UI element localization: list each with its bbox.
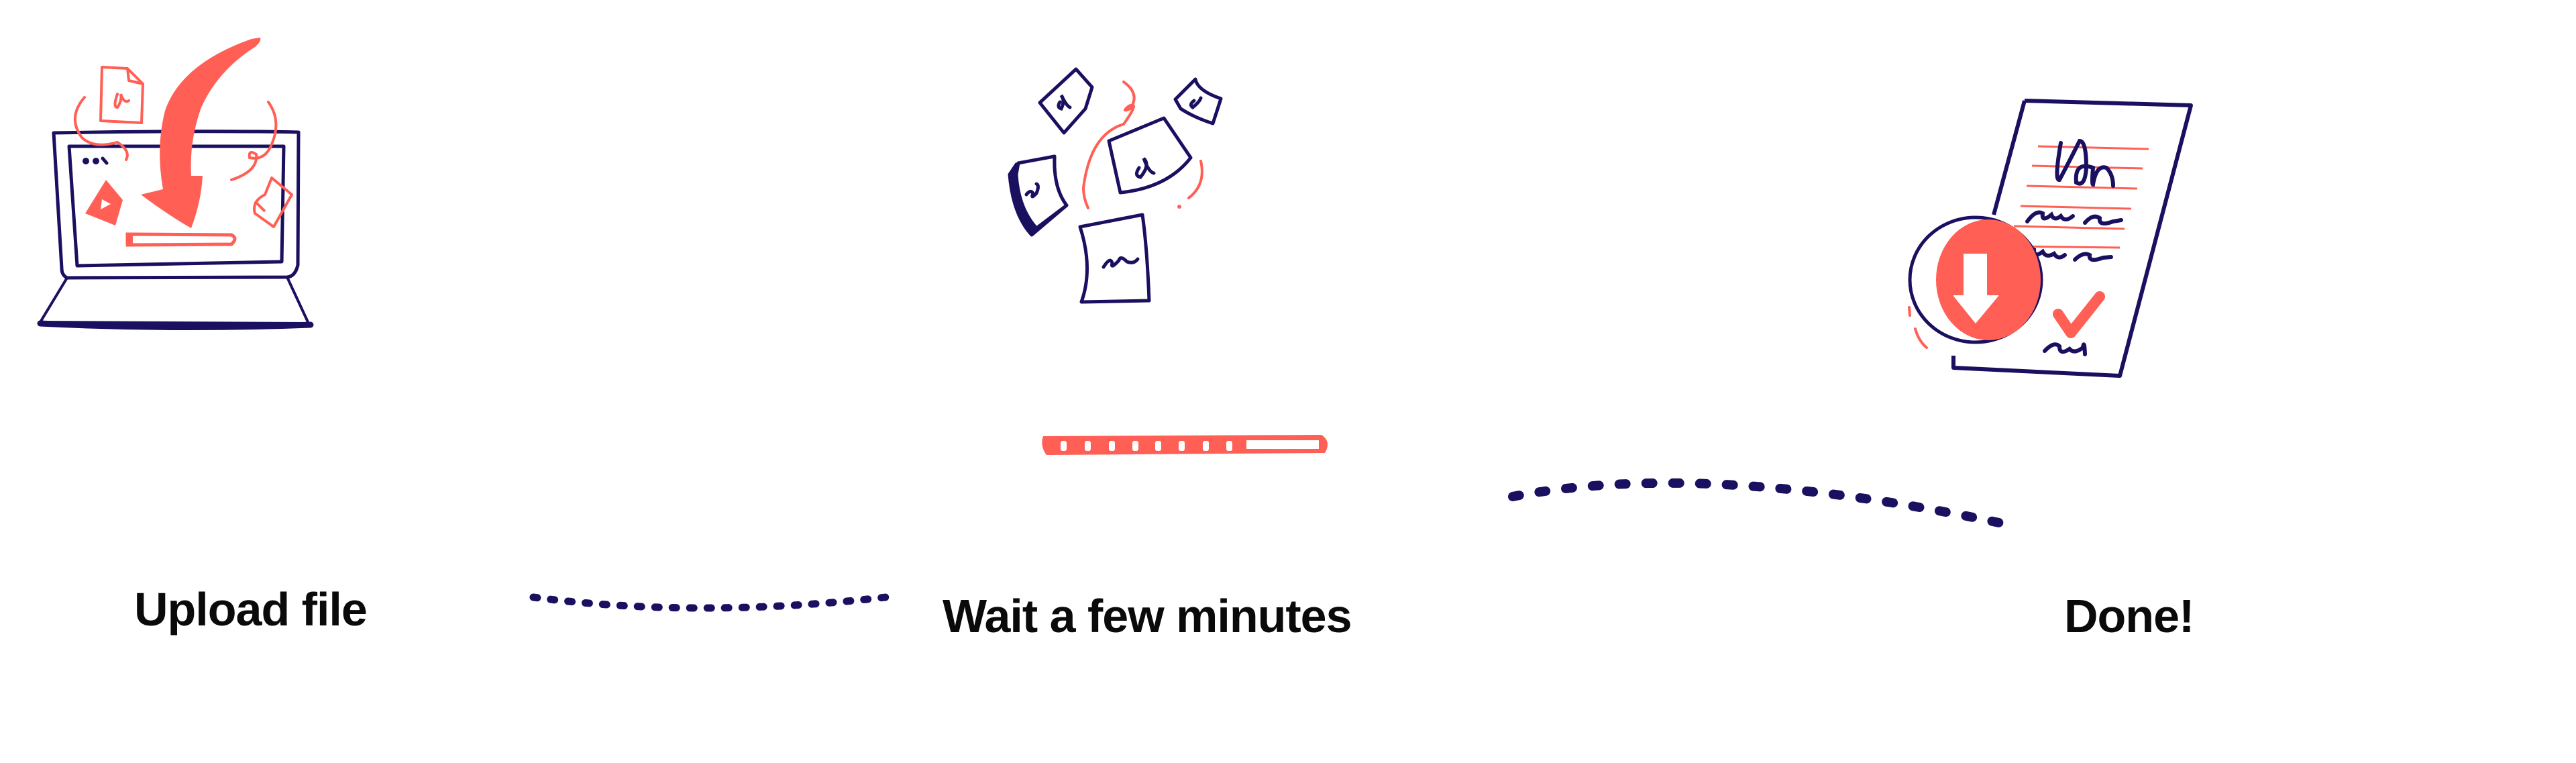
- dashed-connector-2-3: [1508, 478, 2007, 528]
- dashed-connector-1-2: [529, 593, 890, 612]
- step-label-upload-file: Upload file: [134, 583, 368, 635]
- step-label-done: Done!: [2064, 590, 2194, 642]
- floating-documents-progress-icon: [1008, 67, 1328, 455]
- laptop-upload-icon: [37, 38, 314, 331]
- step-label-wait: Wait a few minutes: [943, 590, 1352, 642]
- signed-document-download-icon: [1908, 99, 2193, 378]
